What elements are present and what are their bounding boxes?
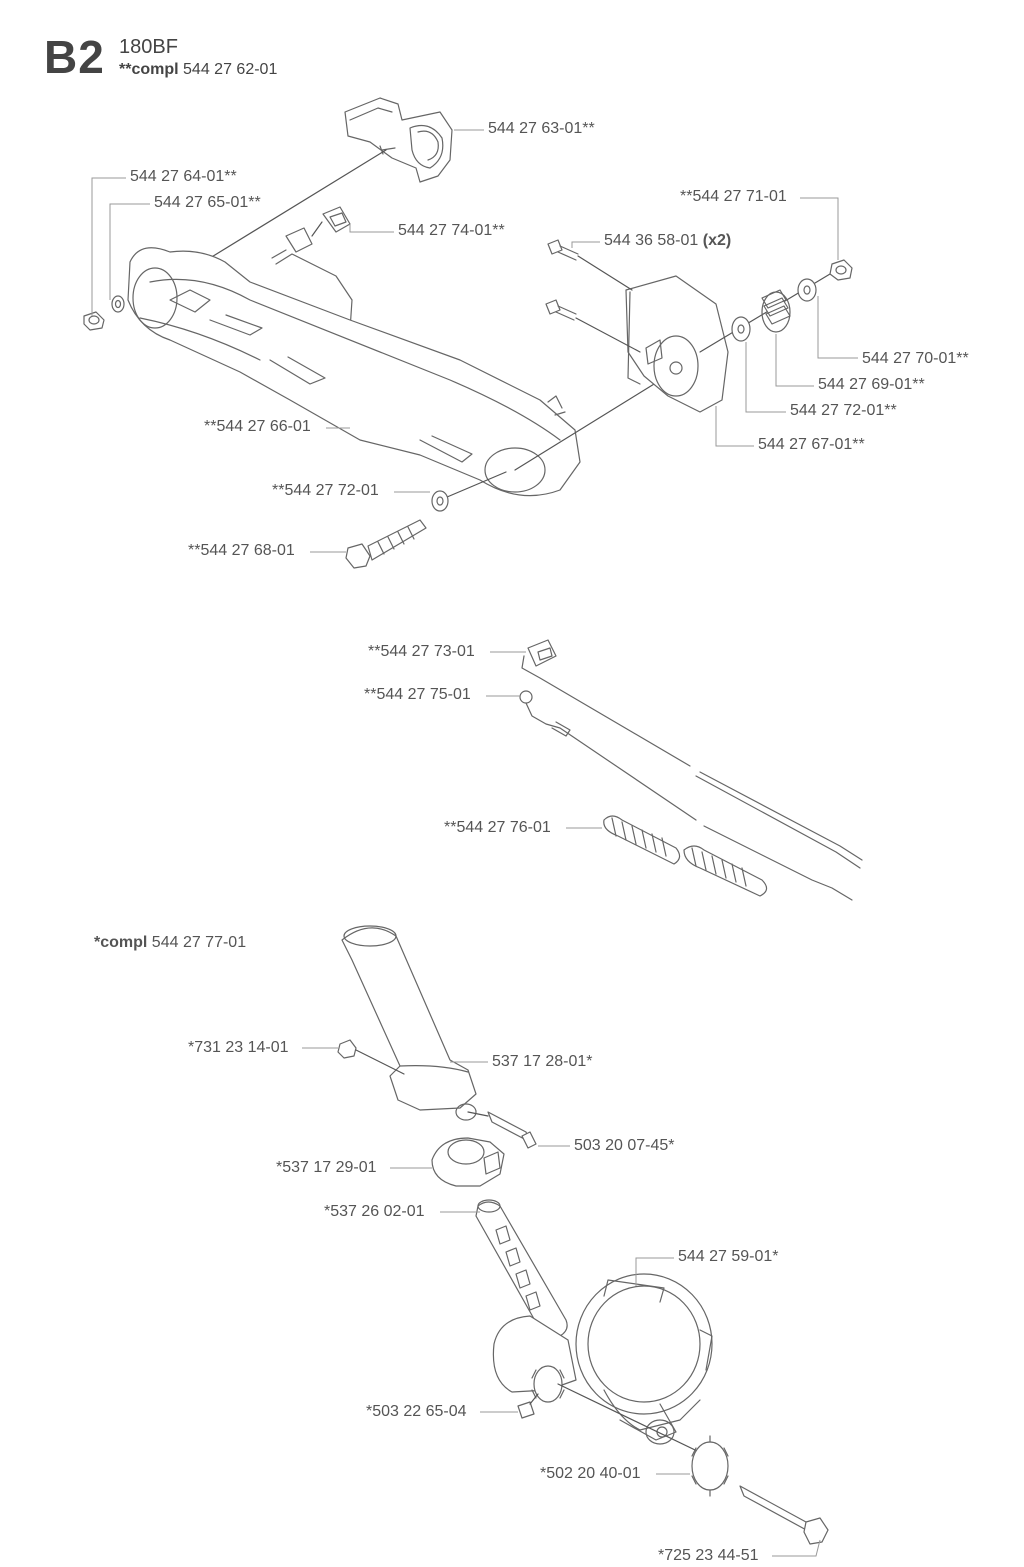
part-label-544-27-69-01: 544 27 69-01** [818, 376, 925, 393]
compl-prefix-lower: *compl [94, 934, 148, 951]
part-label-544-27-73-01: **544 27 73-01 [368, 643, 475, 660]
long-screw-part [739, 1485, 829, 1545]
part-number: 544 36 58-01 [604, 232, 699, 249]
throttle-housing-part [344, 97, 453, 183]
part-label-544-27-64-01: 544 27 64-01** [130, 168, 237, 185]
model-name: 180BF [119, 36, 178, 58]
part-label-544-27-63-01: 544 27 63-01** [488, 120, 595, 137]
washer-right-part [731, 316, 751, 342]
screw-part [545, 239, 641, 353]
part-label-502-20-40-01: *502 20 40-01 [540, 1465, 641, 1482]
control-lever-part [127, 247, 581, 497]
bevel-gear-large-part [691, 1435, 729, 1497]
nut-right-part [829, 259, 853, 281]
part-label-544-27-68-01: **544 27 68-01 [188, 542, 295, 559]
compl-prefix: **compl [119, 61, 179, 78]
upper-assembly-compl: **compl 544 27 62-01 [119, 61, 277, 79]
part-label-544-36-58-01: 544 36 58-01 (x2) [604, 232, 731, 250]
part-label-537-17-29-01: *537 17 29-01 [276, 1159, 377, 1176]
bevel-gear-small-part [531, 1365, 565, 1403]
washer-spring-part [797, 278, 817, 302]
nut-part [83, 311, 105, 331]
part-label-544-27-67-01: 544 27 67-01** [758, 436, 865, 453]
part-label-544-27-72-01-b: **544 27 72-01 [272, 482, 379, 499]
spring-part [761, 289, 791, 333]
part-label-544-27-59-01: 544 27 59-01* [678, 1248, 779, 1265]
part-label-537-26-02-01: *537 26 02-01 [324, 1203, 425, 1220]
part-label-544-27-76-01: **544 27 76-01 [444, 819, 551, 836]
cable-harness-part [521, 639, 863, 869]
washer-bottom-part [431, 490, 449, 512]
part-label-537-17-28-01: 537 17 28-01* [492, 1053, 593, 1070]
washer-part [111, 295, 125, 313]
part-label-544-27-71-01: **544 27 71-01 [680, 188, 787, 205]
shaft-part [475, 1199, 577, 1393]
sensor-wire-part [519, 690, 853, 901]
tube-clamp-part [575, 1273, 713, 1445]
part-label-544-27-70-01: 544 27 70-01** [862, 350, 969, 367]
part-label-544-27-66-01: **544 27 66-01 [204, 418, 311, 435]
section-code: B2 [44, 31, 105, 83]
part-label-503-22-65-04: *503 22 65-04 [366, 1403, 467, 1420]
part-label-544-27-75-01: **544 27 75-01 [364, 686, 471, 703]
part-label-725-23-44-51: *725 23 44-51 [658, 1547, 759, 1564]
compl-number-lower: 544 27 77-01 [151, 934, 247, 951]
screw-lower-part [467, 1111, 537, 1149]
part-label-731-23-14-01: *731 23 14-01 [188, 1039, 289, 1056]
square-nut-part [517, 1393, 539, 1419]
protective-sleeve-part [603, 815, 768, 897]
bracket-housing-part [625, 275, 729, 413]
clamp-ring-part [431, 1137, 505, 1187]
compl-number: 544 27 62-01 [183, 61, 278, 78]
part-label-544-27-74-01: 544 27 74-01** [398, 222, 505, 239]
part-label-544-27-72-01: 544 27 72-01** [790, 402, 897, 419]
lower-assembly-compl: *compl 544 27 77-01 [94, 934, 246, 952]
nut-lower-part [337, 1039, 405, 1075]
quantity-note: (x2) [702, 232, 732, 249]
part-label-503-20-07-45: 503 20 07-45* [574, 1137, 675, 1154]
handle-grip-part [341, 925, 477, 1121]
bolt-part [345, 519, 427, 569]
connector-part [322, 206, 351, 233]
part-label-544-27-65-01: 544 27 65-01** [154, 194, 261, 211]
